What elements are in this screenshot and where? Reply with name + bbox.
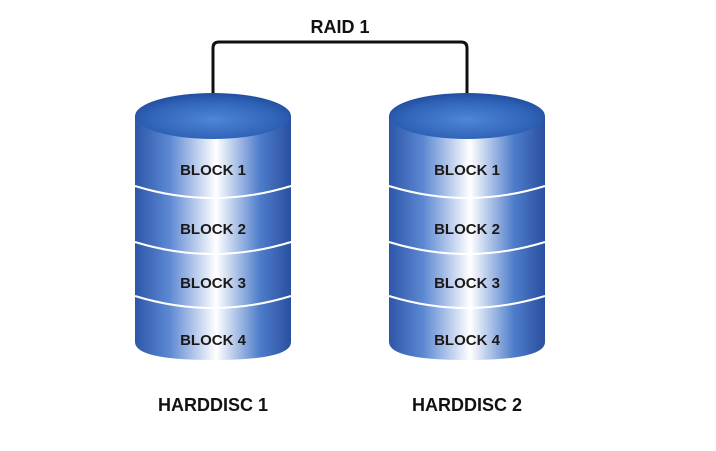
disk-1-block-4: BLOCK 4 (180, 332, 246, 349)
disk-2-label: HARDDISC 2 (412, 395, 522, 415)
disk-2-block-1: BLOCK 1 (434, 162, 500, 179)
disk-2-top (389, 93, 545, 139)
disk-1-block-2: BLOCK 2 (180, 221, 246, 238)
disk-2-block-2: BLOCK 2 (434, 221, 500, 238)
disk-1-block-3: BLOCK 3 (180, 275, 246, 292)
disk-2-divider-3 (388, 295, 546, 309)
disk-2-body (389, 116, 545, 360)
disk-2-divider-2 (388, 241, 546, 255)
disk-1-divider-3 (134, 295, 292, 309)
disk-1-divider-1 (134, 185, 292, 199)
disk-2-block-4: BLOCK 4 (434, 332, 500, 349)
disk-2: BLOCK 1 BLOCK 2 BLOCK 3 BLOCK 4 (388, 93, 546, 360)
disk-2-divider-1 (388, 185, 546, 199)
disk-2-block-3: BLOCK 3 (434, 275, 500, 292)
disk-1: BLOCK 1 BLOCK 2 BLOCK 3 BLOCK 4 (134, 93, 292, 360)
disk-1-label: HARDDISC 1 (158, 395, 268, 415)
disk-1-divider-2 (134, 241, 292, 255)
connector-line (211, 40, 469, 118)
raid-title: RAID 1 (310, 17, 369, 37)
disk-1-body (135, 116, 291, 360)
disk-1-block-1: BLOCK 1 (180, 162, 246, 179)
disk-1-top (135, 93, 291, 139)
